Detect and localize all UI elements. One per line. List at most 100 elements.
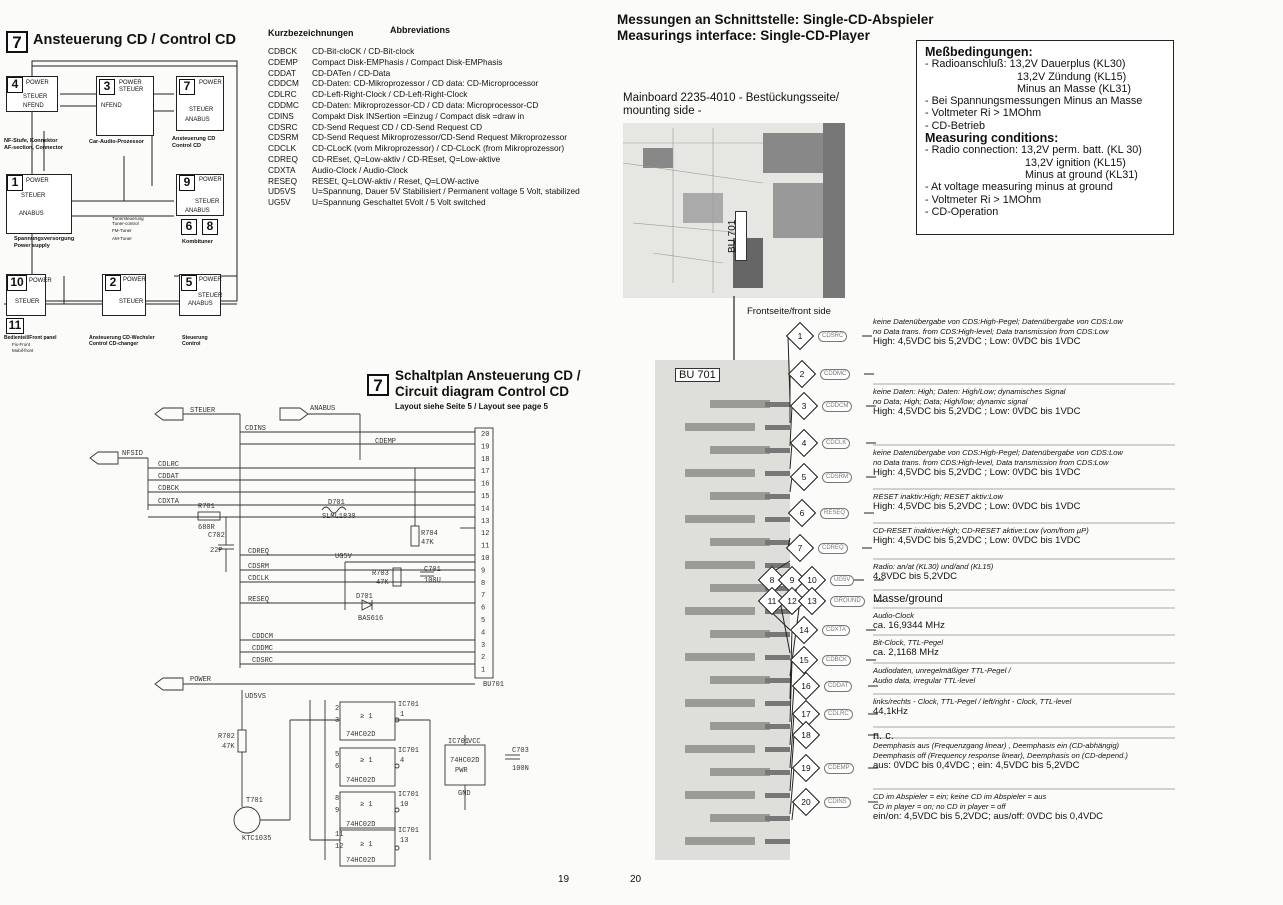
gate-pin-number: 3 [335, 717, 339, 725]
pin-number: 16 [801, 681, 811, 691]
connector-pin-number: 11 [481, 543, 489, 551]
measurement-line: Audio-Clock [873, 611, 914, 620]
schematic-title-en: Circuit diagram Control CD [395, 384, 570, 399]
signal-tag: CDDCM [822, 401, 853, 412]
gate-pin-number: 5 [335, 751, 339, 759]
caption-car-audio: Car-Audio-Prozessor [89, 139, 145, 145]
connector-pin-number: 5 [481, 617, 485, 625]
schematic-label: BU701 [483, 681, 504, 689]
block-1-number: 1 [7, 175, 23, 191]
gate-pin-number: 13 [400, 837, 408, 845]
connector-pin-number: 15 [481, 493, 489, 501]
block-5: 5 POWER STEUER ANABUS [179, 274, 223, 316]
block-diagram-title: Ansteuerung CD / Control CD [33, 32, 236, 48]
bu701-vertical-label: BU 701 [727, 219, 738, 253]
abbr-header-de: Kurzbezeichnungen [268, 28, 354, 38]
schematic-label: NFSID [122, 450, 143, 458]
measurement-block: CD-RESET inaktive:High; CD-RESET aktive:… [873, 526, 1089, 546]
schematic-label: CDXTA [158, 498, 180, 506]
schematic-label: GND [458, 790, 471, 798]
gate-symbol: ≥ 1 [360, 757, 373, 765]
abbreviation-key: CDSRM [268, 132, 299, 143]
abbreviation-value: CD-DATen / CD-Data [312, 67, 391, 78]
gate-part: 74HC02D [346, 731, 375, 739]
power-ic-label: 74HC02D [450, 757, 479, 765]
pin-number: 9 [789, 575, 795, 585]
connector-pin-number: 16 [481, 481, 489, 489]
block-6-number: 6 [181, 219, 197, 235]
signal-tag: UG5V [830, 575, 855, 586]
block-10: 10 POWER STEUER [6, 274, 52, 316]
gate-pin-number: 4 [400, 757, 404, 765]
right-title-de: Messungen an Schnittstelle: Single-CD-Ab… [617, 12, 934, 27]
block-1-label: STEUER [21, 193, 46, 199]
measurement-line: High: 4,5VDC bis 5,2VDC ; Low: 0VDC bis … [873, 501, 1081, 512]
abbreviation-value: CD-Send Request Mikroprozessor/CD-Send R… [312, 132, 567, 143]
abbreviation-value: Compact Disk-EMPhasis / Compact Disk-EMP… [312, 56, 503, 67]
signal-tag: CDDMC [820, 369, 851, 380]
pin-number: 4 [801, 438, 807, 448]
schematic-label: UG5V [335, 553, 353, 561]
block-7-label: ANABUS [185, 117, 210, 123]
measurement-line: CD-RESET inaktive:High; CD-RESET aktive:… [873, 526, 1089, 535]
gate-pin-number: 2 [335, 705, 339, 713]
connector-pin-number: 6 [481, 605, 485, 613]
block-2-label: STEUER [119, 299, 144, 305]
measurement-line: Radio: an/at (KL30) und/and (KL15) [873, 562, 994, 571]
abbreviation-value: Audio-Clock / Audio-Clock [312, 164, 408, 175]
measurement-line: Bit-Clock, TTL-Pegel [873, 638, 944, 647]
conditions-title-en: Measuring conditions: [925, 131, 1059, 146]
abbreviation-key: CDDMC [268, 99, 299, 110]
schematic-label: 680R [198, 524, 216, 532]
abbreviation-value: CD-Left-Right-Clock / CD-Left-Right-Cloc… [312, 89, 468, 100]
schematic-label: 22P [210, 547, 223, 555]
right-title-en: Measurings interface: Single-CD-Player [617, 28, 870, 43]
pcb-traces [623, 123, 845, 298]
measurement-block: Deemphasis aus (Frequenzgang linear) , D… [873, 741, 1128, 771]
measurement-line: Deemphasis off (Frequency response linea… [873, 751, 1128, 760]
schematic-label: C702 [208, 532, 225, 540]
measurement-block: Audiodaten, unregelmäßiger TTL-Pegel /Au… [873, 666, 1011, 686]
abbreviation-value: CD-Daten: CD-Mikroprozessor / CD data: C… [312, 78, 539, 89]
connector-pin-number: 3 [481, 642, 485, 650]
block-9-label: POWER [199, 177, 222, 183]
mounting-side-label: mounting side - [623, 105, 702, 117]
caption-steuerung: Steuerung Control [182, 335, 208, 347]
schematic-label: CDDAT [158, 473, 179, 481]
measurement-block: Radio: an/at (KL30) und/and (KL15)4,8VDC… [873, 562, 993, 582]
block-4-number: 4 [7, 77, 23, 93]
abbreviation-value: RESEt, Q=LOW-aktiv / Reset, Q=LOW-active [312, 175, 480, 186]
abbreviation-key: CDDCM [268, 78, 299, 89]
conditions-de-line: - Bei Spannungsmessungen Minus an Masse [925, 95, 1143, 108]
block-3-label: POWER [119, 80, 142, 86]
conditions-en-line: Minus at ground (KL31) [1025, 168, 1138, 181]
caption-front-panel: Bedienteil/Front panel [4, 335, 57, 341]
connector-pin-number: 9 [481, 567, 485, 575]
conditions-en-line: 13,2V ignition (KL15) [1025, 156, 1126, 169]
measurement-line: CD in player = on; no CD in player = off [873, 802, 1006, 811]
block-1-label: ANABUS [19, 211, 44, 217]
block-5-label: STEUER [198, 293, 223, 299]
block-7: 7 POWER STEUER ANABUS [176, 76, 224, 131]
gate-pin-number: 11 [335, 831, 343, 839]
measurement-block: Masse/ground [873, 593, 943, 606]
block-10-label: POWER [29, 278, 52, 284]
schematic-label: ANABUS [310, 405, 335, 413]
measurement-line: keine Datenübergabe von CDS:High-Pegel; … [873, 317, 1123, 326]
conditions-de-line: - Radioanschluß: 13,2V Dauerplus (KL30) [925, 58, 1126, 71]
measurement-line: ca. 2,1168 MHz [873, 647, 939, 658]
block-4: 4 POWER STEUER NFEND [6, 76, 58, 112]
caption-power-supply: Spannungsversorgung Power supply [14, 236, 75, 249]
abbreviation-key: UD5VS [268, 186, 296, 197]
measurement-line: no Data; High; Data; High/low; dynamic s… [873, 397, 1028, 406]
connector-pin-number: 17 [481, 468, 489, 476]
connector-pin-number: 13 [481, 518, 489, 526]
schematic-label: CDEMP [375, 438, 396, 446]
block-4-label: NFEND [23, 103, 44, 109]
signal-tag: CDBCK [822, 655, 852, 666]
abbreviation-value: U=Spannung Geschaltet 5Volt / 5 Volt swi… [312, 197, 486, 208]
